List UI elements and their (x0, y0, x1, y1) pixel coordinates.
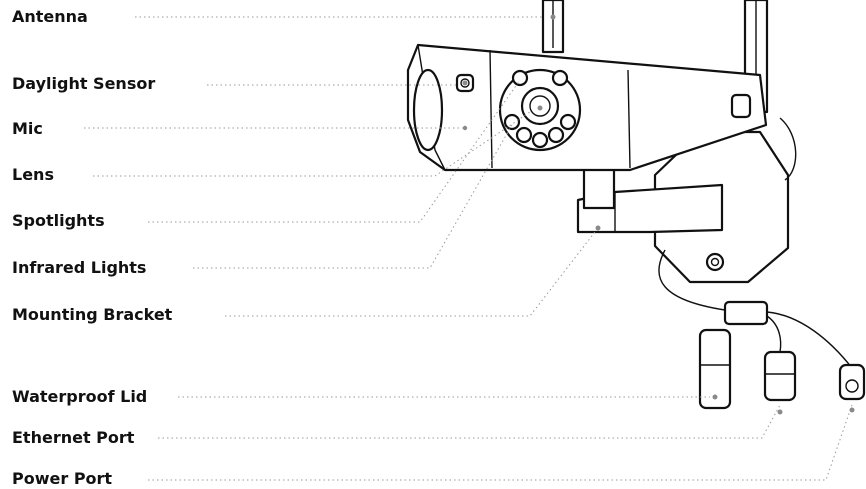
power-connector (838, 363, 866, 401)
leader-lens (93, 111, 531, 177)
leader-lines (84, 16, 853, 481)
camera-body (406, 43, 768, 172)
leader-power-port (148, 404, 853, 481)
label-lens: Lens (12, 165, 54, 184)
label-mounting-bracket: Mounting Bracket (12, 305, 173, 324)
label-mic: Mic (12, 119, 43, 138)
leader-spotlights (148, 79, 521, 223)
ethernet-connector (763, 350, 797, 402)
cable (658, 117, 853, 369)
label-ethernet-port: Ethernet Port (12, 428, 135, 447)
label-infrared-lights: Infrared Lights (12, 258, 147, 277)
label-spotlights: Spotlights (12, 211, 105, 230)
antenna-left (541, 0, 565, 54)
waterproof-lid (698, 328, 732, 410)
leader-mounting-bracket (225, 227, 599, 317)
label-antenna: Antenna (12, 7, 88, 26)
bracket-arm (576, 166, 724, 234)
label-daylight-sensor: Daylight Sensor (12, 74, 156, 93)
callout-dots (462, 14, 855, 415)
label-power-port: Power Port (12, 469, 113, 488)
leader-infrared-lights (193, 124, 513, 269)
leader-ethernet-port (158, 404, 781, 439)
label-waterproof-lid: Waterproof Lid (12, 387, 148, 406)
